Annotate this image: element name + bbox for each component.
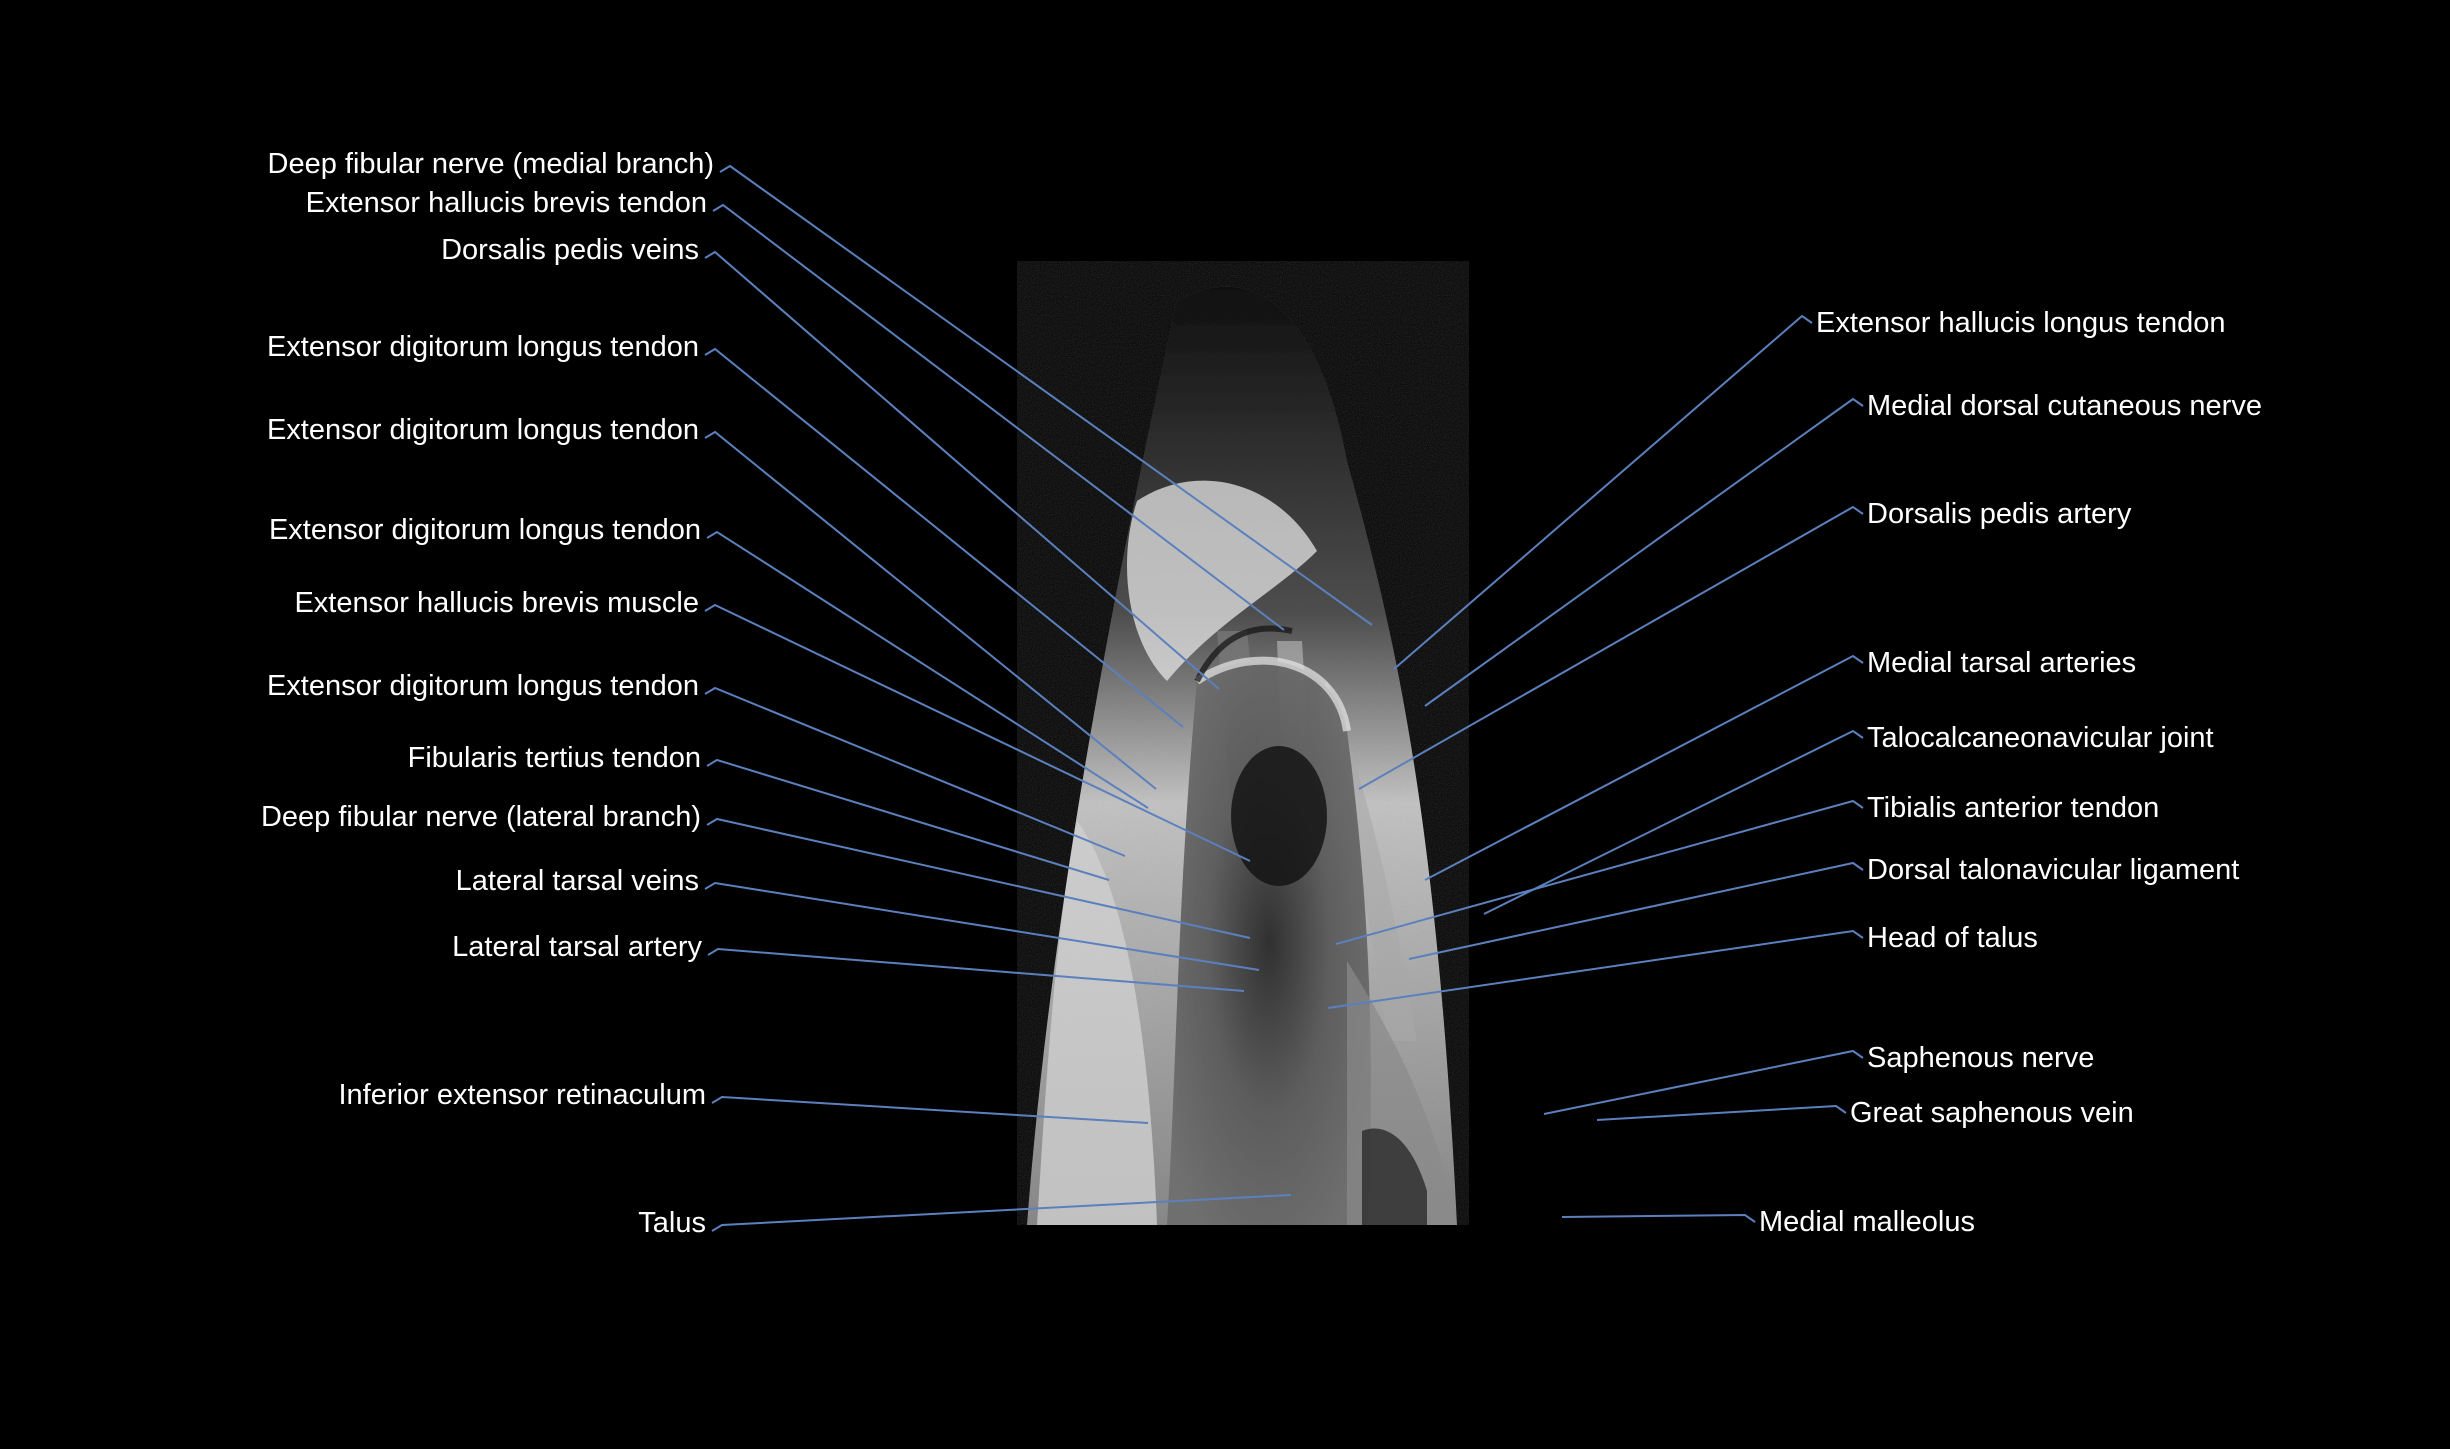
leader-line-right-10 bbox=[1561, 1213, 1756, 1223]
label-left-0: Deep fibular nerve (medial branch) bbox=[267, 148, 715, 180]
mri-foot-slice bbox=[1017, 261, 1469, 1225]
label-right-0: Extensor hallucis longus tendon bbox=[1816, 307, 2226, 339]
label-right-3: Medial tarsal arteries bbox=[1867, 647, 2137, 679]
leader-line-right-8 bbox=[1543, 1049, 1864, 1115]
label-right-10: Medial malleolus bbox=[1759, 1206, 1975, 1238]
label-right-6: Dorsal talonavicular ligament bbox=[1867, 854, 2240, 886]
label-left-10: Lateral tarsal veins bbox=[455, 865, 699, 897]
label-left-6: Extensor hallucis brevis muscle bbox=[294, 587, 699, 619]
leader-line-right-1 bbox=[1424, 397, 1864, 707]
label-left-11: Lateral tarsal artery bbox=[452, 931, 702, 963]
leader-line-right-6 bbox=[1408, 861, 1864, 960]
label-right-5: Tibialis anterior tendon bbox=[1867, 792, 2160, 824]
label-right-2: Dorsalis pedis artery bbox=[1867, 498, 2132, 530]
label-left-9: Deep fibular nerve (lateral branch) bbox=[260, 801, 701, 833]
label-right-7: Head of talus bbox=[1867, 922, 2038, 954]
label-left-3: Extensor digitorum longus tendon bbox=[266, 331, 699, 363]
label-left-12: Inferior extensor retinaculum bbox=[338, 1079, 707, 1111]
leader-line-right-4 bbox=[1483, 729, 1864, 915]
mri-image bbox=[1017, 261, 1469, 1225]
label-right-9: Great saphenous vein bbox=[1850, 1097, 2134, 1129]
label-left-5: Extensor digitorum longus tendon bbox=[268, 514, 701, 546]
label-right-8: Saphenous nerve bbox=[1867, 1042, 2095, 1074]
label-left-2: Dorsalis pedis veins bbox=[441, 234, 699, 266]
label-right-1: Medial dorsal cutaneous nerve bbox=[1867, 390, 2262, 422]
label-left-1: Extensor hallucis brevis tendon bbox=[305, 187, 707, 219]
leader-line-right-3 bbox=[1424, 654, 1864, 881]
leader-line-right-9 bbox=[1596, 1104, 1847, 1121]
label-right-4: Talocalcaneonavicular joint bbox=[1867, 722, 2214, 754]
label-left-7: Extensor digitorum longus tendon bbox=[266, 670, 699, 702]
label-left-8: Fibularis tertius tendon bbox=[407, 742, 701, 774]
label-left-4: Extensor digitorum longus tendon bbox=[266, 414, 699, 446]
label-left-13: Talus bbox=[638, 1207, 706, 1239]
